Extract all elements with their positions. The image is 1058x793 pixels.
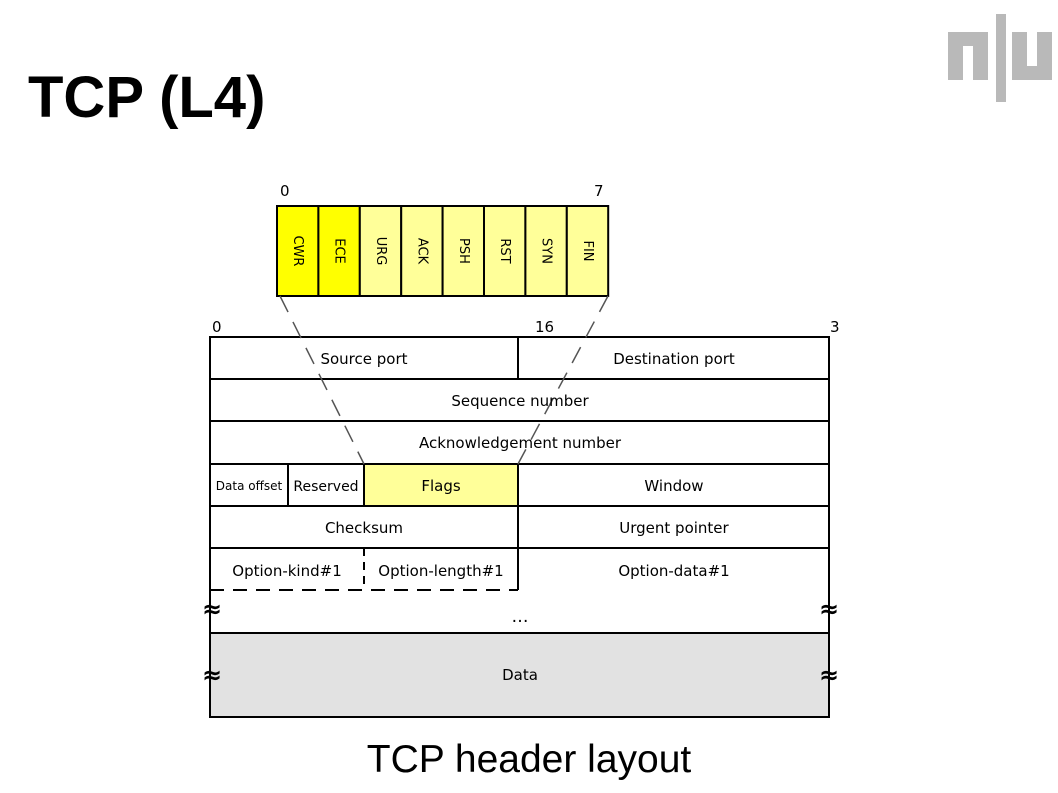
logo-u-right [1037,32,1052,80]
flag-cell-ece [317,205,361,297]
field-reserved: Reserved [293,479,358,495]
field-data-offset: Data offset [216,479,283,493]
field-ellipsis: … [512,607,529,627]
header-bit-start: 0 [212,318,222,336]
flag-label-fin: FIN [580,240,595,261]
flag-cell-psh [441,205,486,297]
flag-label-ack: ACK [414,238,429,265]
break-mark-right-2: ≈ [819,661,839,689]
row-checksum [209,505,830,549]
row-offset-flags-window [209,463,830,507]
field-source-port: Source port [320,350,407,368]
field-option-data: Option-data#1 [618,562,729,580]
field-window: Window [644,477,703,495]
field-data: Data [502,666,538,684]
flag-label-ece: ECE [332,238,347,264]
logo-n-right [973,32,988,80]
flag-label-rst: RST [497,238,512,263]
connector-left [279,295,365,465]
header-bit-mid: 16 [535,318,554,336]
field-option-length: Option-length#1 [378,562,503,580]
field-option-kind: Option-kind#1 [232,562,341,580]
row-sequence [209,378,830,422]
field-urgent-pointer: Urgent pointer [619,519,729,537]
connector-right [517,295,609,465]
flag-cell-fin [565,205,610,297]
flags-bit-start: 0 [280,182,290,200]
flag-label-syn: SYN [539,238,554,264]
field-checksum: Checksum [325,519,403,537]
flags-byte: CWR ECE URG ACK PSH RST SYN FIN [276,205,610,297]
data-field-cell [209,632,830,718]
flag-cell-cwr [276,205,320,297]
break-mark-left-2: ≈ [202,661,222,689]
flag-cell-rst [483,205,527,297]
field-destination-port: Destination port [613,350,735,368]
field-ack-number: Acknowledgement number [419,434,622,452]
logo-bar [996,14,1006,102]
row-ports [209,336,830,380]
field-flags: Flags [421,477,461,495]
flag-label-psh: PSH [456,238,471,264]
figure-caption: TCP header layout [366,738,692,781]
flags-field-cell [363,463,519,507]
break-mark-left-1: ≈ [202,595,222,623]
header-bit-end: 3 [830,318,840,336]
flags-bit-end: 7 [594,182,604,200]
flag-label-cwr: CWR [290,236,305,267]
flag-cell-ack [400,205,444,297]
flag-cell-urg [358,205,403,297]
nlu-logo [948,14,1052,102]
break-mark-right-1: ≈ [819,595,839,623]
field-sequence-number: Sequence number [451,392,589,410]
flag-label-urg: URG [373,237,388,266]
slide-title: TCP (L4) [28,65,266,130]
